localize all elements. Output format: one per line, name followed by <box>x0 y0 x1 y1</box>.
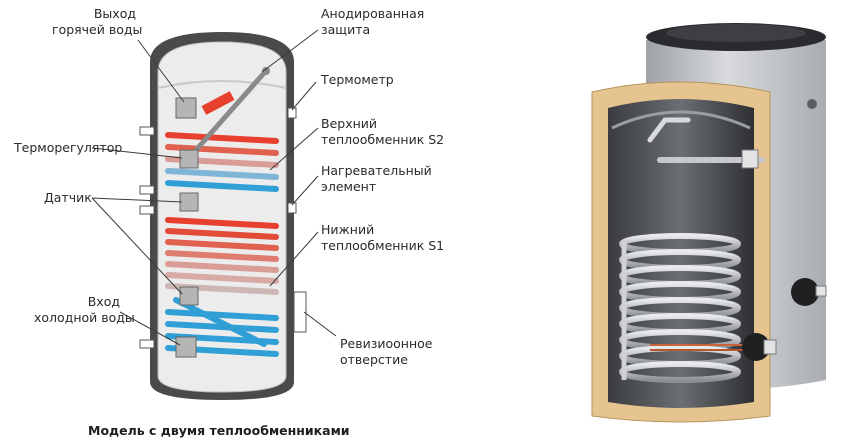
label-thermometer: Термометр <box>321 72 394 87</box>
label-heating-element: Нагревательный элемент <box>321 163 432 194</box>
label-anode-protection: Анодированная защита <box>321 6 425 37</box>
anode-rod <box>193 69 268 153</box>
tank-dome-line <box>157 80 287 89</box>
tank-schematic <box>139 32 307 400</box>
label-thermostat: Терморегулятор <box>14 140 123 155</box>
boiler-port-top <box>807 99 817 109</box>
inspection-flange <box>293 291 307 333</box>
boiler-cutaway <box>591 23 827 423</box>
label-cold-water-inlet: Вход холодной воды <box>34 294 135 325</box>
hot-outlet-pipe <box>201 91 235 115</box>
heating-element <box>650 333 777 361</box>
boiler-port-nipple <box>815 285 827 297</box>
sensor-fitting <box>741 149 759 169</box>
boiler-port-side <box>791 278 819 306</box>
leader-lines <box>91 29 337 346</box>
label-upper-exchanger: Верхний теплообменник S2 <box>321 116 445 147</box>
figure-caption: Модель с двумя теплообменниками <box>88 423 350 438</box>
label-hot-water-outlet: Выход горячей воды <box>52 6 143 37</box>
anode-cap <box>262 67 270 75</box>
side-connections <box>139 107 297 349</box>
upper-exchanger-coil <box>165 132 279 192</box>
label-lower-exchanger: Нижний теплообменник S1 <box>321 222 445 253</box>
fittings <box>175 97 199 358</box>
label-inspection-opening: Ревизиоонное отверстие <box>340 336 433 367</box>
boiler-top-plate <box>666 24 806 42</box>
top-outlet-pipe <box>647 117 691 143</box>
label-sensor: Датчик <box>44 190 92 205</box>
tank-inner-dome <box>611 110 751 130</box>
